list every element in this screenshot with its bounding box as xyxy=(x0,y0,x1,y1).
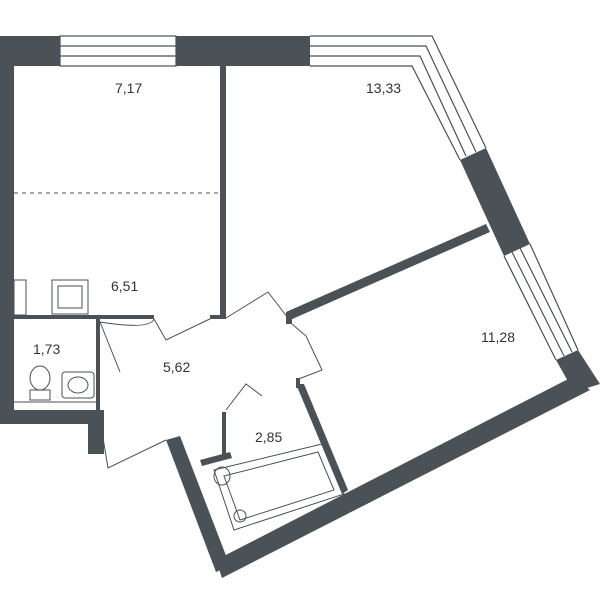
fixtures xyxy=(13,192,345,531)
room-area-hall: 5,62 xyxy=(163,359,190,375)
room-area-kitchen: 7,17 xyxy=(115,80,142,96)
windows xyxy=(59,35,579,361)
room-area-bathroom: 2,85 xyxy=(255,429,282,445)
room-labels: 7,17 13,33 11,28 6,51 1,73 5,62 2,85 xyxy=(33,80,515,445)
room-area-wc: 1,73 xyxy=(33,341,60,357)
interior-walls xyxy=(14,66,490,494)
outer-walls xyxy=(0,36,600,578)
room-area-kitchen-zone: 6,51 xyxy=(111,278,138,294)
room-area-living: 13,33 xyxy=(366,80,401,96)
room-area-bedroom: 11,28 xyxy=(481,329,515,345)
